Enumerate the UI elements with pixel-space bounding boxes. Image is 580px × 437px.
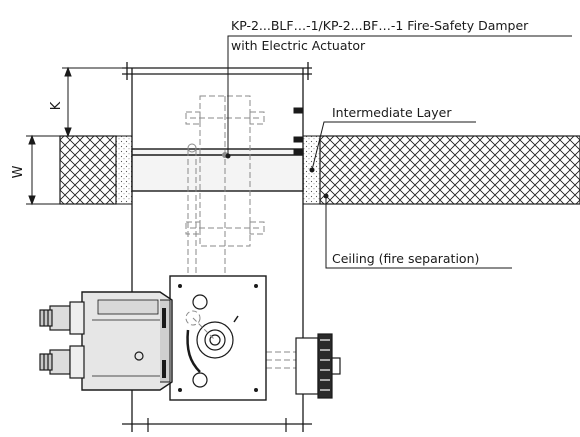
dimension-w bbox=[26, 134, 62, 206]
leader-dot-intermediate bbox=[309, 167, 315, 173]
leader-dot-damper bbox=[225, 153, 231, 159]
leader-dot-ceiling bbox=[323, 193, 329, 199]
duct-fasteners bbox=[293, 107, 303, 155]
mounting-frame bbox=[131, 148, 304, 192]
dimension-k bbox=[62, 66, 126, 138]
ceiling-slab-right bbox=[319, 135, 580, 205]
callout-intermediate-layer: Intermediate Layer bbox=[332, 105, 452, 120]
cable-gland-upper bbox=[39, 301, 85, 335]
cable-gland-lower bbox=[39, 345, 85, 379]
dimension-k-label: K bbox=[49, 101, 64, 110]
electric-actuator bbox=[81, 291, 173, 391]
callout-damper-subtitle: with Electric Actuator bbox=[231, 38, 366, 53]
callout-ceiling: Ceiling (fire separation) bbox=[332, 251, 479, 266]
leader-lines bbox=[227, 35, 572, 269]
actuator-hidden-linkage bbox=[185, 310, 216, 341]
thermal-release-unit bbox=[295, 333, 341, 399]
actuator-coupling bbox=[186, 294, 239, 388]
intermediate-layer-left bbox=[115, 135, 133, 205]
dimension-w-label: W bbox=[11, 165, 26, 178]
ceiling-slab-left bbox=[59, 135, 117, 205]
callout-damper-title: KP-2...BLF…-1/KP-2...BF…-1 Fire-Safety D… bbox=[231, 18, 529, 33]
bottom-flange bbox=[122, 418, 312, 432]
